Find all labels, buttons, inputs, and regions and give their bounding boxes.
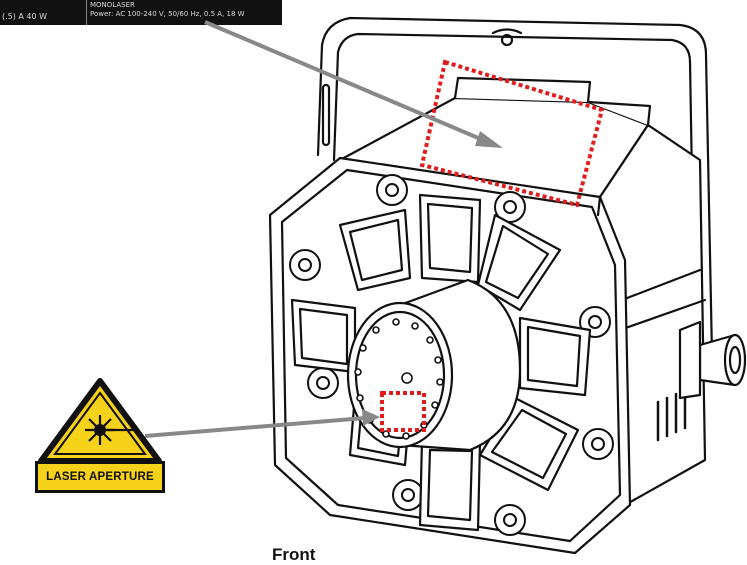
spec-label-divider <box>86 0 87 25</box>
spec-label-left-text: (.5) A 40 W <box>2 12 48 21</box>
aperture-highlight <box>380 391 426 432</box>
front-screws <box>289 174 614 536</box>
label-location-highlight <box>419 59 605 208</box>
spec-label-right: MONOLASER Power: AC 100-240 V, 50/60 Hz,… <box>90 1 245 19</box>
front-caption: Front <box>272 545 316 564</box>
pointer-arrows <box>144 20 503 438</box>
spec-label-image: (.5) A 40 W MONOLASER Power: AC 100-240 … <box>0 0 282 25</box>
laser-warning-label: LASER APERTURE <box>35 375 165 493</box>
spec-label-model: MONOLASER <box>90 1 135 9</box>
laser-warning-icon <box>38 378 162 464</box>
side-knob <box>698 333 747 387</box>
yoke-bracket <box>316 16 714 357</box>
laser-aperture-text: LASER APERTURE <box>35 461 165 493</box>
spec-label-power: Power: AC 100-240 V, 50/60 Hz, 0.5 A, 18… <box>90 10 245 18</box>
